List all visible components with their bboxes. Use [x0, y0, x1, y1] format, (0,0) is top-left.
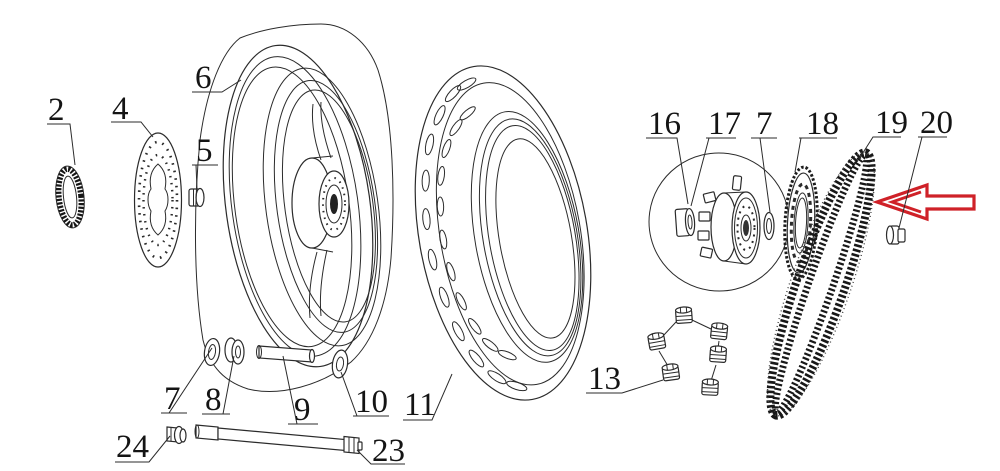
- part-23-axle: [194, 424, 363, 455]
- label-8: 8: [205, 382, 222, 418]
- part-2-retaining-ring: [55, 165, 85, 229]
- part-11-tire: [414, 65, 592, 401]
- label-18: 18: [806, 106, 839, 142]
- label-4: 4: [112, 91, 129, 127]
- leader-7b: [751, 137, 777, 213]
- hub-cluster: [648, 152, 790, 292]
- tire-tread-marks: [421, 77, 528, 392]
- label-23: 23: [372, 433, 405, 469]
- leader-24: [115, 435, 171, 463]
- label-17: 17: [708, 106, 741, 142]
- part-20-bolt: [885, 225, 906, 245]
- leader-2: [47, 123, 76, 166]
- arrow-outline: [872, 182, 976, 222]
- leader-11: [403, 373, 453, 421]
- part-10-spacer-right: [331, 349, 349, 379]
- part-9-roller-pin: [256, 345, 316, 364]
- leader-18: [794, 137, 837, 173]
- leader-10: [340, 371, 389, 417]
- label-19: 19: [875, 105, 908, 141]
- leader-9: [282, 355, 318, 425]
- label-11: 11: [404, 387, 436, 423]
- leader-4: [111, 121, 154, 138]
- part-4-brake-disc: [133, 132, 183, 268]
- part-17-sprocket-hub: [697, 175, 761, 265]
- part-5-nut: [188, 187, 205, 208]
- label-20: 20: [920, 105, 953, 141]
- label-9: 9: [294, 392, 311, 428]
- label-24: 24: [116, 429, 149, 465]
- leader-19: [858, 136, 901, 160]
- part-24-flange-nut: [166, 425, 187, 445]
- leader-17: [690, 137, 736, 207]
- part-7-washer-right: [763, 211, 775, 241]
- part-19-chain: [766, 148, 876, 420]
- leader-23: [356, 449, 405, 465]
- label-2: 2: [48, 92, 65, 128]
- part-7-spacer-left: [203, 337, 221, 367]
- part-number-labels: 2 4 5 6 7 8 9 10 11 13 16 17 7 18 19 20 …: [48, 60, 953, 469]
- label-13: 13: [588, 361, 621, 397]
- part-6-wheel-rim: [194, 23, 394, 392]
- part-8-bushing: [224, 337, 245, 365]
- label-16: 16: [648, 106, 681, 142]
- arrow-inner-chevron: [887, 190, 922, 214]
- label-7b: 7: [756, 106, 773, 142]
- leader-8: [202, 355, 235, 415]
- leader-20: [898, 136, 947, 229]
- leader-13: [586, 379, 664, 394]
- part-16-bushing: [674, 207, 696, 237]
- part-13-damper-set: [646, 305, 729, 397]
- label-10: 10: [355, 384, 388, 420]
- leader-5: [192, 164, 218, 190]
- leader-7a: [161, 347, 213, 414]
- part-18-sprocket: [783, 165, 819, 281]
- label-7a: 7: [164, 381, 181, 417]
- label-6: 6: [195, 60, 212, 96]
- leader-6: [192, 79, 242, 93]
- leader-16: [646, 137, 689, 205]
- leader-lines: [47, 79, 947, 465]
- label-5: 5: [196, 133, 213, 169]
- red-arrow-annotation: [872, 182, 976, 222]
- wheel-outline-blob: [194, 23, 394, 392]
